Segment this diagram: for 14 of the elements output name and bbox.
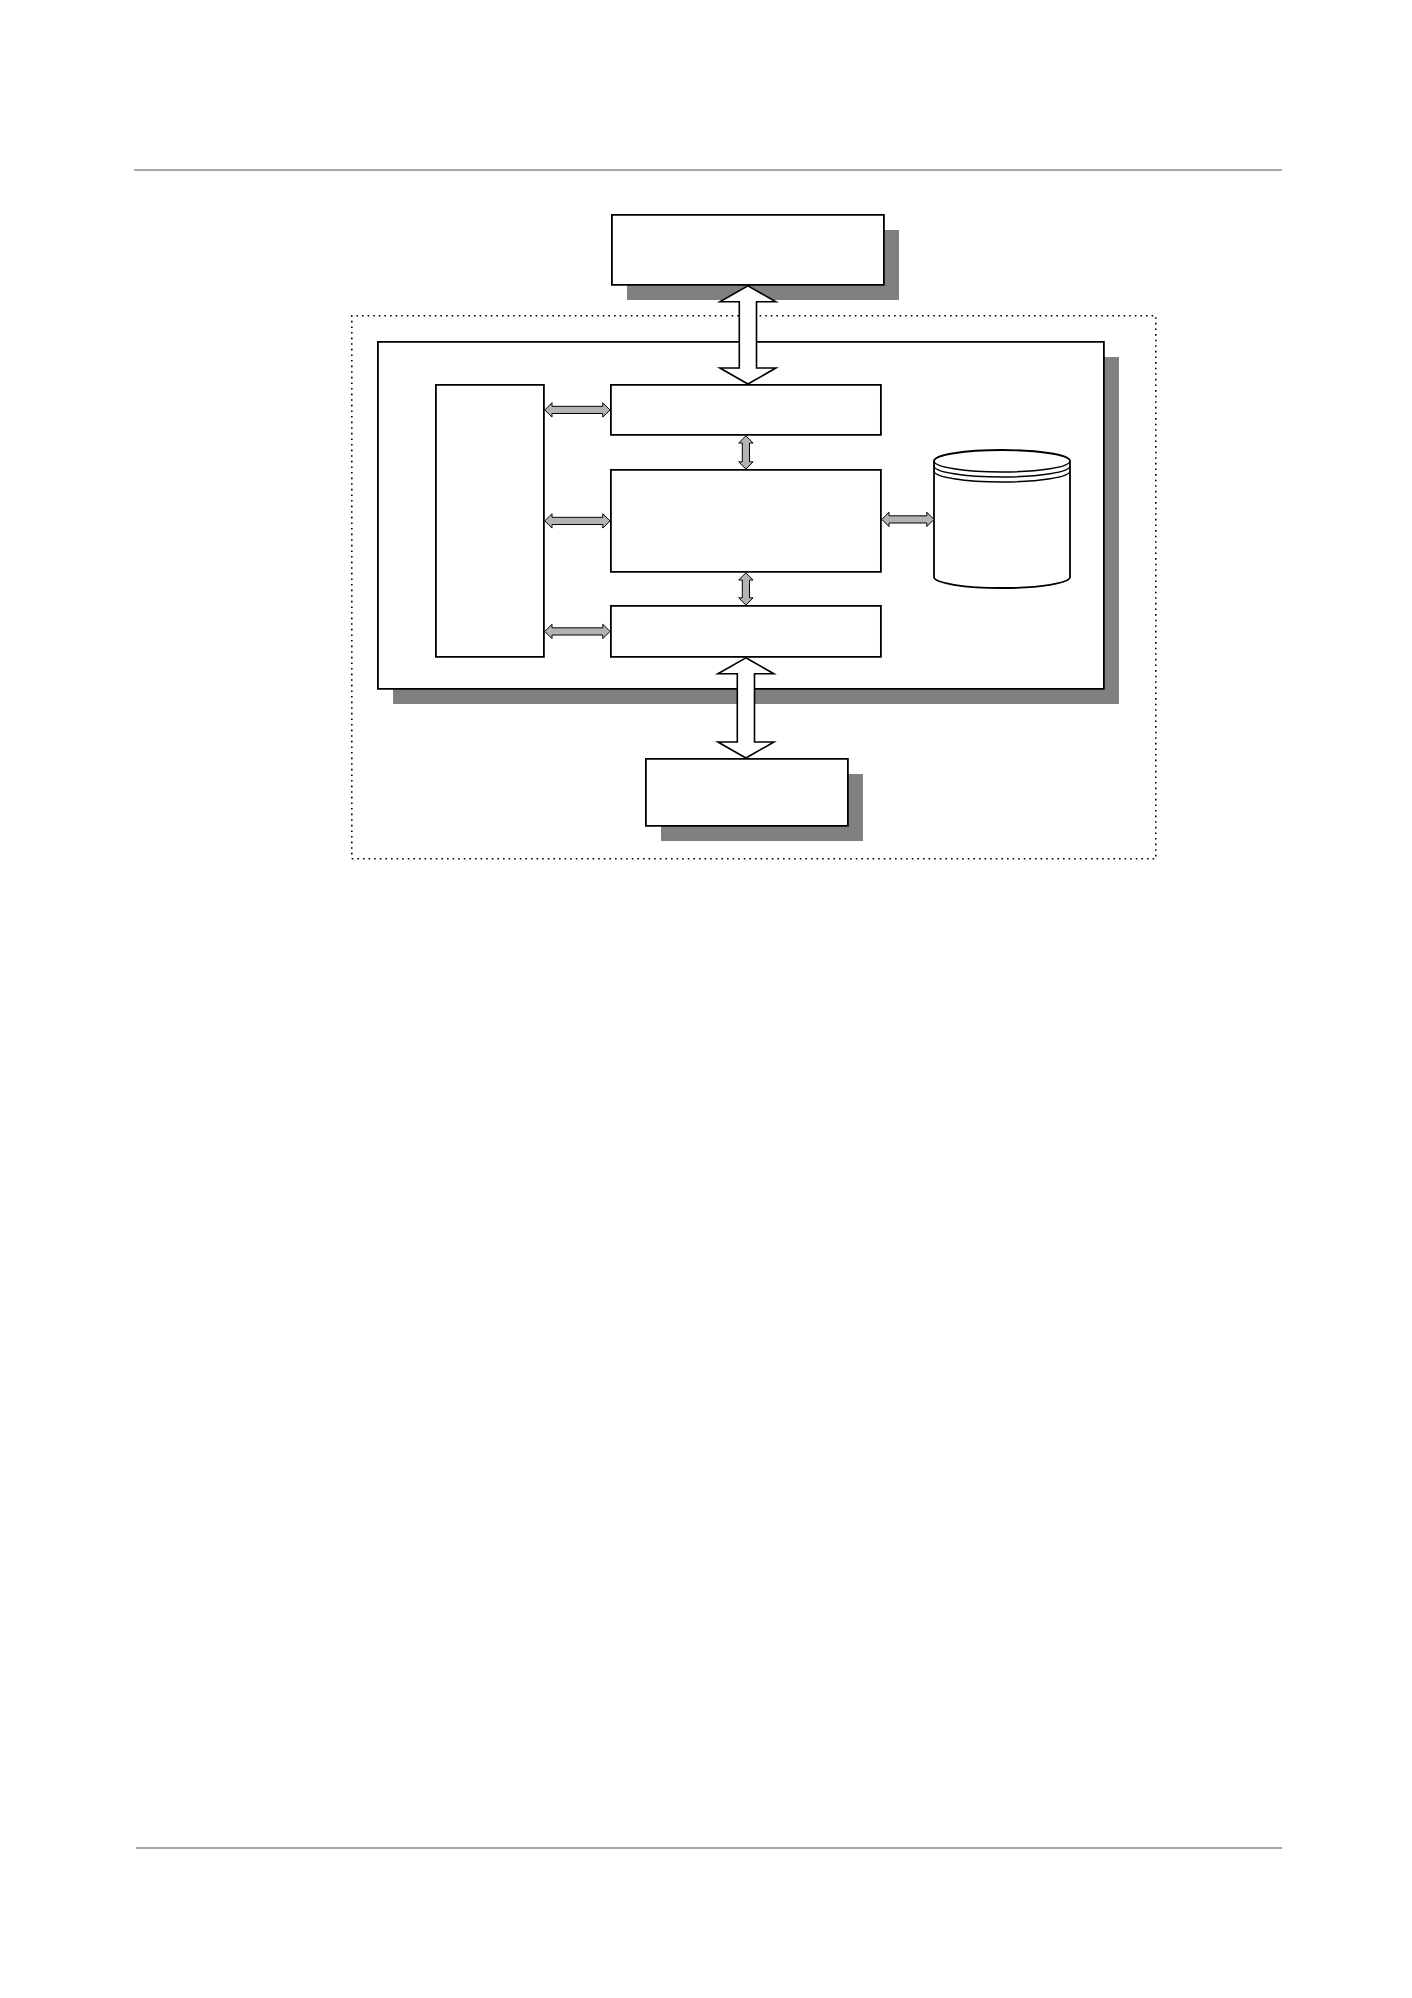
tall-box bbox=[435, 384, 545, 658]
box bbox=[610, 605, 882, 658]
shadowed-box bbox=[611, 214, 899, 300]
double-arrow bbox=[544, 623, 611, 640]
box bbox=[610, 384, 882, 436]
double-arrow bbox=[544, 513, 611, 529]
box bbox=[610, 469, 882, 573]
double-arrow bbox=[738, 435, 754, 470]
dotted-frame bbox=[351, 315, 1157, 860]
database-cylinder bbox=[933, 449, 1071, 589]
double-arrow bbox=[881, 511, 935, 528]
double-arrow bbox=[544, 402, 611, 418]
shadowed-box bbox=[645, 758, 863, 841]
double-arrow bbox=[738, 572, 754, 606]
